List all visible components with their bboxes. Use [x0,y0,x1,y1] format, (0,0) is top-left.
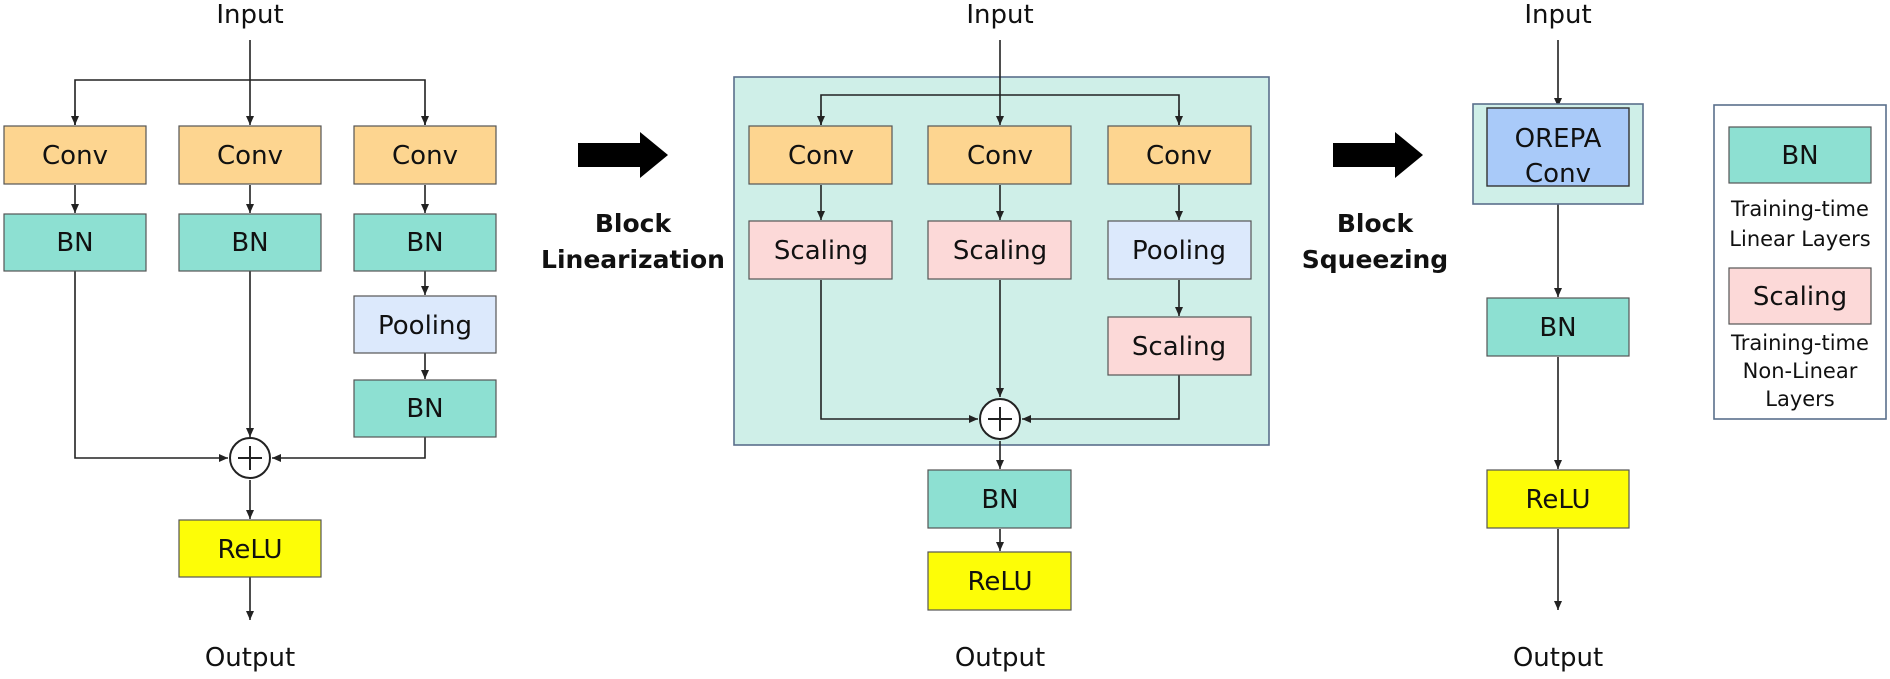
left-pooling-label: Pooling [378,311,472,341]
legend-bn-desc-line1: Training-time [1730,197,1869,221]
left-conv-label-3: Conv [392,141,458,171]
middle-pooling-box [1107,220,1252,280]
left-relu-box [178,519,322,578]
right-input-label: Input [1524,0,1591,30]
middle-relu-label: ReLU [967,567,1032,597]
middle-bn-label: BN [981,485,1018,515]
orepa-label-line1: OREPA [1515,124,1602,154]
legend-scaling-desc-line2: Non-Linear [1743,359,1858,383]
middle-scaling-label-3: Scaling [1132,332,1226,362]
middle-conv-label-3: Conv [1146,141,1212,171]
right-arrow-icon [578,132,668,178]
middle-conv-label-1: Conv [788,141,854,171]
left-sum-node [229,437,271,479]
middle-relu-box [927,551,1072,611]
left-bn-label-2: BN [231,228,268,258]
left-bn-box-4 [353,379,497,438]
orepa-label-line2: Conv [1525,159,1591,189]
block-squeezing-step: Block Squeezing [1302,132,1448,274]
right-relu-label: ReLU [1525,485,1590,515]
right-arrow-icon [1333,132,1423,178]
left-bn-box-2 [178,213,322,272]
right-bn-box [1486,297,1630,357]
left-relu-label: ReLU [217,535,282,565]
left-conv-box-1 [3,125,147,185]
left-bn-box-3 [353,213,497,272]
legend: BN Training-time Linear Layers Scaling T… [1713,104,1887,420]
left-input-label: Input [216,0,283,30]
middle-conv-box-2 [927,125,1072,185]
middle-bn-box [927,469,1072,529]
linearization-label-line2: Linearization [541,245,725,274]
left-pooling-box [353,295,497,354]
right-bn-label: BN [1539,313,1576,343]
left-bn-label-4: BN [406,394,443,424]
middle-scaling-box-3 [1107,316,1252,376]
left-bn-label-3: BN [406,228,443,258]
left-conv-label-2: Conv [217,141,283,171]
middle-scaling-box-2 [927,220,1072,280]
right-block: Input OREPA Conv BN ReLU Output [1472,0,1644,673]
middle-sum-node [979,398,1021,440]
legend-bn-desc-line2: Linear Layers [1729,227,1870,251]
legend-bn-label: BN [1781,141,1818,171]
middle-conv-box-3 [1107,125,1252,185]
left-conv-label-1: Conv [42,141,108,171]
squeezing-label-line1: Block [1337,209,1415,238]
left-conv-box-3 [353,125,497,185]
middle-connectors [817,40,1183,551]
block-linearization-step: Block Linearization [541,132,725,274]
right-relu-box [1486,469,1630,529]
squeezing-label-line2: Squeezing [1302,245,1448,274]
left-conv-box-2 [178,125,322,185]
legend-scaling-desc-line3: Layers [1765,387,1835,411]
middle-input-label: Input [966,0,1033,30]
middle-pooling-label: Pooling [1132,236,1226,266]
middle-scaling-label-2: Scaling [953,236,1047,266]
orepa-conv-box [1486,107,1630,187]
left-bn-box-1 [3,213,147,272]
left-connectors [71,40,429,620]
legend-scaling-swatch [1728,267,1872,325]
left-block: Input Conv Conv Conv BN BN [3,0,497,673]
legend-scaling-label: Scaling [1753,282,1847,312]
right-output-label: Output [1513,643,1603,673]
left-output-label: Output [205,643,295,673]
left-bn-label-1: BN [56,228,93,258]
linearization-label-line1: Block [595,209,673,238]
legend-scaling-desc-line1: Training-time [1730,331,1869,355]
middle-block: Input Conv Conv Conv Scaling Scaling [733,0,1270,673]
middle-conv-box-1 [748,125,893,185]
legend-bn-swatch [1728,126,1872,184]
middle-output-label: Output [955,643,1045,673]
middle-conv-label-2: Conv [967,141,1033,171]
middle-scaling-label-1: Scaling [774,236,868,266]
middle-scaling-box-1 [748,220,893,280]
